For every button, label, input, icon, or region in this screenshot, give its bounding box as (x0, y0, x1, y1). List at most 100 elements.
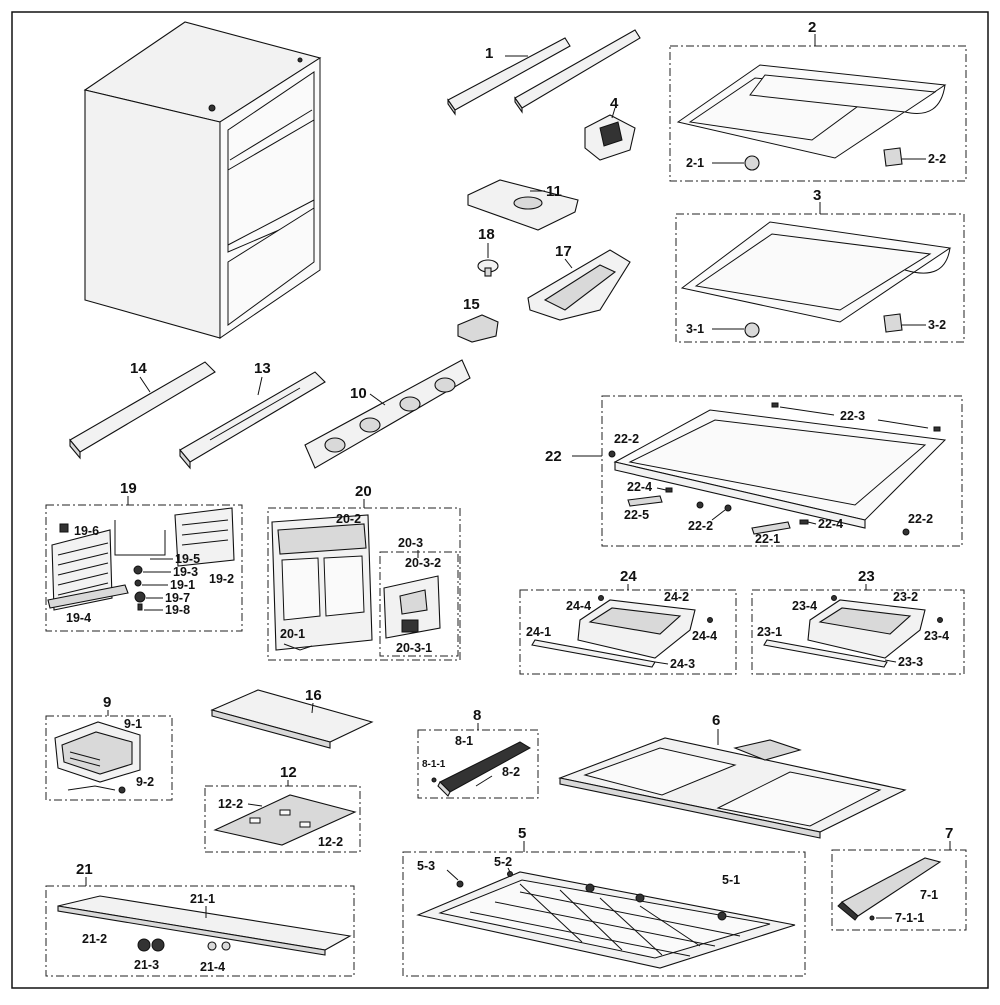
label-8-1-1: 8-1-1 (422, 759, 446, 770)
label-19-7: 19-7 (165, 591, 190, 605)
part-1-rails (447, 29, 641, 116)
label-2-2: 2-2 (928, 152, 946, 166)
label-9: 9 (103, 694, 111, 711)
label-19-6: 19-6 (74, 524, 99, 538)
label-15: 15 (463, 296, 480, 313)
label-7-1: 7-1 (920, 888, 938, 902)
label-24: 24 (620, 568, 637, 585)
label-9-1: 9-1 (124, 717, 142, 731)
part-3-shelf (680, 221, 952, 338)
label-5-2: 5-2 (494, 855, 512, 869)
label-17: 17 (555, 243, 572, 260)
label-3-1: 3-1 (686, 322, 704, 336)
label-5-1: 5-1 (722, 873, 740, 887)
part-19-evaporator (47, 507, 235, 611)
label-9-2: 9-2 (136, 775, 154, 789)
part-21-cover (57, 895, 352, 956)
label-13: 13 (254, 360, 271, 377)
part-8-bracket (431, 741, 532, 797)
label-24-2: 24-2 (664, 590, 689, 604)
part-23-drawer (763, 595, 943, 668)
box-part-20-3 (379, 551, 459, 657)
label-20-1: 20-1 (280, 627, 305, 641)
label-19-1: 19-1 (170, 578, 195, 592)
label-23-3: 23-3 (898, 655, 923, 669)
label-20-2: 20-2 (336, 512, 361, 526)
part-16-cover-plate (210, 689, 374, 749)
label-14: 14 (130, 360, 147, 377)
part-2-shelf (676, 64, 947, 171)
label-21-1: 21-1 (190, 892, 215, 906)
label-8-2: 8-2 (502, 765, 520, 779)
label-24-3: 24-3 (670, 657, 695, 671)
label-4: 4 (610, 95, 619, 112)
box-part-5 (402, 851, 806, 977)
label-2-1: 2-1 (686, 156, 704, 170)
label-23-2: 23-2 (893, 590, 918, 604)
label-12-2b: 12-2 (318, 835, 343, 849)
label-7-1-1: 7-1-1 (895, 911, 924, 925)
label-20-3-2: 20-3-2 (405, 556, 441, 570)
label-22-2a: 22-2 (614, 432, 639, 446)
label-19-8: 19-8 (165, 603, 190, 617)
label-21-4: 21-4 (200, 960, 225, 974)
label-1: 1 (485, 45, 493, 62)
label-19-2: 19-2 (209, 572, 234, 586)
part-15-bracket (457, 314, 499, 343)
part-10-duct (304, 359, 471, 469)
label-24-4a: 24-4 (566, 599, 591, 613)
label-5: 5 (518, 825, 526, 842)
refrigerator-cabinet (83, 21, 322, 339)
label-20: 20 (355, 483, 372, 500)
label-22-2b: 22-2 (688, 519, 713, 533)
label-22-1: 22-1 (755, 532, 780, 546)
label-7: 7 (945, 825, 953, 842)
label-19-4: 19-4 (66, 611, 91, 625)
label-2: 2 (808, 19, 816, 36)
label-22-2c: 22-2 (908, 512, 933, 526)
part-13-rail (179, 371, 326, 470)
label-23-4a: 23-4 (792, 599, 817, 613)
label-21-3: 21-3 (134, 958, 159, 972)
outer-frame (11, 11, 989, 989)
label-16: 16 (305, 687, 322, 704)
box-part-7 (831, 849, 967, 931)
label-23-1: 23-1 (757, 625, 782, 639)
box-part-22 (601, 395, 963, 547)
label-22-4b: 22-4 (818, 517, 843, 531)
box-part-9 (45, 715, 173, 801)
label-21-2: 21-2 (82, 932, 107, 946)
label-11: 11 (546, 183, 562, 200)
box-part-2 (669, 45, 967, 182)
part-22-shelf (608, 402, 947, 536)
box-part-21 (45, 885, 355, 977)
label-12-2a: 12-2 (218, 797, 243, 811)
part-5-drawer-basket (416, 871, 796, 969)
label-24-4b: 24-4 (692, 629, 717, 643)
part-24-drawer (531, 595, 713, 668)
label-23-4b: 23-4 (924, 629, 949, 643)
part-6-cover (558, 737, 907, 839)
part-12-panel (213, 794, 357, 846)
label-22-5: 22-5 (624, 508, 649, 522)
part-4-hinge (584, 114, 636, 161)
label-22-4a: 22-4 (627, 480, 652, 494)
label-3: 3 (813, 187, 821, 204)
label-8: 8 (473, 707, 481, 724)
part-11-cover (467, 179, 579, 231)
part-14-rail (69, 361, 216, 460)
label-20-3-1: 20-3-1 (396, 641, 432, 655)
box-part-23 (751, 589, 965, 675)
label-10: 10 (350, 385, 367, 402)
label-19: 19 (120, 480, 137, 497)
box-part-12 (204, 785, 361, 853)
label-19-3: 19-3 (173, 565, 198, 579)
label-3-2: 3-2 (928, 318, 946, 332)
label-19-5: 19-5 (175, 552, 200, 566)
label-6: 6 (712, 712, 720, 729)
part-9-fan-module (54, 721, 141, 794)
label-18: 18 (478, 226, 495, 243)
box-part-19 (45, 504, 243, 632)
